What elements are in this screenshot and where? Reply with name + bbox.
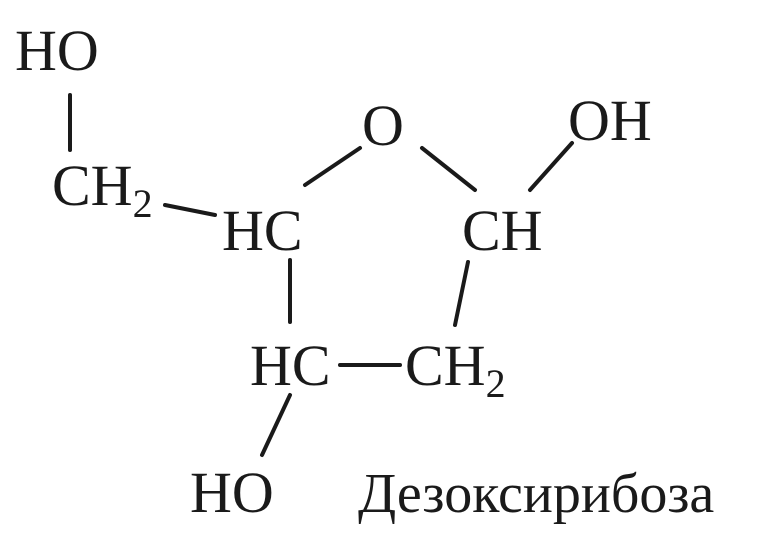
atom-ho-top: HO (15, 18, 99, 83)
molecule-caption: Дезоксирибоза (358, 463, 714, 525)
bond-c4-ring-o (303, 146, 362, 187)
atom-ring-oxygen: O (362, 93, 404, 158)
atom-ch2-left-symbol: CH (52, 153, 133, 218)
bond-ch2-hc-c4 (163, 203, 217, 217)
atom-hc-c4: HC (222, 198, 303, 263)
bond-c1-oh (528, 141, 574, 192)
atom-ch-c1: CH (462, 198, 543, 263)
atom-hc-c3: HC (250, 333, 331, 398)
bond-c1-c2 (453, 260, 470, 327)
bond-c3-ho (260, 393, 292, 457)
bond-ring-o-c1 (420, 146, 477, 192)
atom-ho-bottom: HO (190, 460, 274, 525)
atom-oh-right: OH (568, 88, 652, 153)
atom-ch2-c2-symbol: CH (405, 333, 486, 398)
atom-ch2-left: CH2 (52, 153, 153, 226)
atom-ch2-c2-subscript: 2 (486, 361, 506, 406)
atom-ch2-c2: CH2 (405, 333, 506, 406)
atom-ch2-left-subscript: 2 (133, 181, 153, 226)
